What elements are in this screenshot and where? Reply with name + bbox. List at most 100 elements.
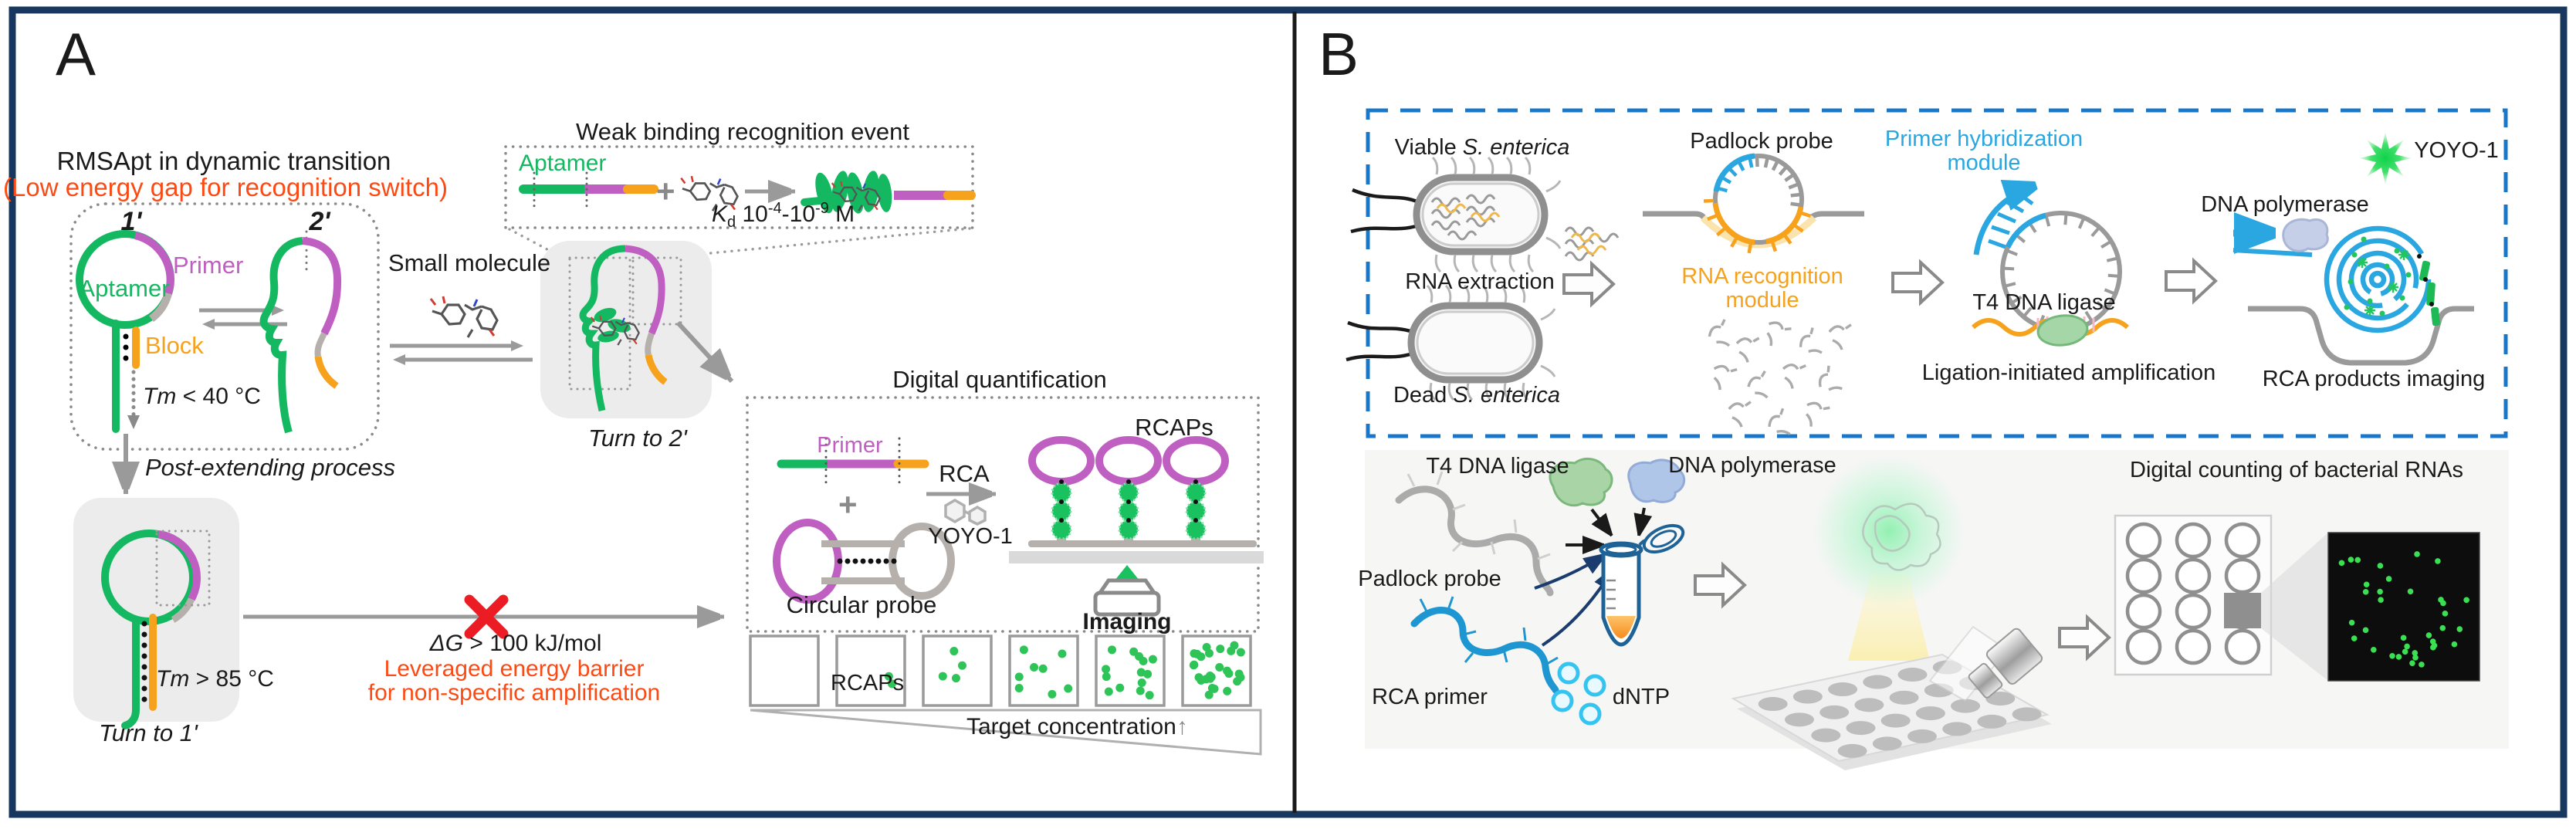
rca-label: RCA: [939, 460, 990, 487]
step-arrow-3: [2165, 257, 2218, 305]
target-concentration-series: [749, 634, 1262, 756]
imaging-label: Imaging: [1082, 609, 1172, 634]
bacteria-flagella: [1426, 156, 1562, 401]
turn-to-1-label: Turn to 1': [99, 719, 198, 746]
equilibrium-arrows-2: [390, 340, 533, 365]
figure-border: [8, 6, 2568, 818]
aptamer-molecule-complex: [801, 171, 976, 214]
red-cross-icon: [464, 594, 509, 639]
rca-product-spiral: [2232, 219, 2474, 366]
tm-low-label: Tm < 40 °C: [143, 384, 261, 409]
tm-high-label: Tm > 85 °C: [156, 666, 274, 692]
t4-ligase-blob-icon: [1549, 457, 1613, 507]
turn-to-2-label: Turn to 2': [588, 425, 687, 452]
yoyo-legend-label: YOYO-1: [2414, 138, 2499, 163]
dna-tangle-icon: [1862, 502, 1941, 571]
rna-recognition-label-2: module: [1725, 288, 1799, 313]
dntp-icons: [1551, 662, 1606, 726]
panel-b-label: B: [1318, 20, 1359, 88]
digital-well-grid: [2114, 514, 2328, 681]
aptamer-label: Aptamer: [79, 275, 170, 302]
rcaps-boxes-label: RCAPs: [831, 671, 905, 695]
padlock-probe-top-label: Padlock probe: [1690, 129, 1833, 154]
padlock-probe-assembly: [1643, 153, 1864, 254]
padlock-probe-bottom-label: Padlock probe: [1358, 567, 1501, 591]
amplification-glow: [1813, 455, 1965, 661]
primer-label: Primer: [173, 252, 244, 279]
panel-a-label: A: [56, 20, 96, 88]
small-molecule-drawing: [429, 295, 499, 339]
digital-counting-label: Digital counting of bacterial RNAs: [2130, 458, 2463, 482]
state-1-label: 1': [120, 207, 142, 236]
digital-quantification-box: [746, 396, 1264, 633]
rca-primer-strand: [1410, 596, 1559, 694]
objective-lens-icon: [1928, 625, 2043, 702]
microscope-objective-icon: [1093, 565, 1161, 617]
viable-bacteria-label: Viable S. enterica: [1394, 135, 1570, 160]
kd-label: Kd 10-4-10-9 M: [712, 200, 855, 231]
digital-yoyo-label: YOYO-1: [928, 524, 1013, 549]
weak-binding-aptamer-label: Aptamer: [519, 151, 607, 176]
turn-to-2-panel: [540, 241, 712, 418]
released-rna: [1564, 226, 1620, 262]
rcap-structures: [1009, 436, 1264, 563]
panel-a-subtitle: (Low energy gap for recognition switch): [3, 173, 448, 201]
yoyo-dye-icon: [944, 498, 987, 526]
degraded-rna-fragments: [1708, 319, 1852, 435]
dntp-label: dNTP: [1612, 685, 1671, 709]
block-label: Block: [145, 332, 204, 359]
dead-bacterium: [1346, 302, 1543, 384]
dna-polymerase-bottom-label: DNA polymerase: [1668, 453, 1836, 478]
dead-bacteria-label: Dead S. enterica: [1393, 383, 1561, 408]
circular-probe-structure: [773, 519, 955, 604]
rca-primer-label: RCA primer: [1372, 685, 1488, 709]
delta-g-label: ΔG > 100 kJ/mol: [429, 631, 602, 656]
panel-a-artwork: [69, 145, 1264, 756]
to-digital-arrow: [675, 320, 732, 381]
magnification-wedge: [2261, 533, 2328, 681]
yoyo-star-icon: [2359, 132, 2412, 184]
small-molecule-label: Small molecule: [388, 249, 551, 276]
blocked-amplification-arrow: [243, 594, 724, 639]
ligation-assembly: [1971, 185, 2130, 347]
primer-hybridization-label-1: Primer hybridization: [1884, 127, 2083, 151]
rna-recognition-label-1: RNA recognition: [1681, 264, 1843, 289]
turn-to-1-panel: [73, 498, 239, 729]
selected-well: [2224, 593, 2261, 628]
polymerase-blob-icon: [1627, 458, 1686, 503]
target-concentration-label: Target concentration↑: [966, 714, 1188, 739]
t4-ligase-bottom-label: T4 DNA ligase: [1426, 454, 1569, 479]
fluorescence-image: [2327, 532, 2480, 682]
rna-extraction-label: RNA extraction: [1405, 269, 1555, 294]
step-arrow-1: [1562, 260, 1616, 308]
hairpin-state-2: [259, 230, 342, 434]
step-arrow-2: [1891, 259, 1945, 306]
t4-ligase-top-label: T4 DNA ligase: [1972, 290, 2116, 315]
digital-plus-sign: +: [838, 486, 858, 523]
digital-primer-label: Primer: [817, 433, 883, 458]
rca-products-imaging-label: RCA products imaging: [2262, 367, 2486, 391]
weak-binding-title: Weak binding recognition event: [576, 118, 909, 145]
panel-a-title: RMSApt in dynamic transition: [56, 147, 391, 175]
dynamic-transition-dotted-box: [69, 202, 380, 451]
state-2-label: 2': [309, 207, 330, 236]
reaction-tube-icon: [1599, 523, 1685, 647]
energy-barrier-line2: for non-specific amplification: [367, 680, 661, 705]
hairpin-state-1: [76, 230, 174, 433]
panel-b-artwork: [1346, 108, 2509, 770]
post-extending-label: Post-extending process: [145, 454, 395, 481]
primer-hybridization-label-2: module: [1947, 151, 2021, 175]
padlock-probe-strand: [1395, 471, 1554, 597]
viable-bacterium: [1350, 174, 1549, 255]
dna-polymerase-top-label: DNA polymerase: [2201, 192, 2369, 217]
ligation-amplification-label: Ligation-initiated amplification: [1921, 360, 2216, 385]
plus-sign: +: [656, 173, 675, 209]
circular-probe-label: Circular probe: [786, 591, 937, 618]
rcaps-label: RCAPs: [1135, 414, 1214, 441]
step-arrow-4: [1694, 561, 1747, 609]
digital-quantification-title: Digital quantification: [892, 366, 1107, 393]
concentration-wedge: [750, 709, 1262, 756]
energy-barrier-line1: Leveraged energy barrier: [384, 656, 645, 682]
